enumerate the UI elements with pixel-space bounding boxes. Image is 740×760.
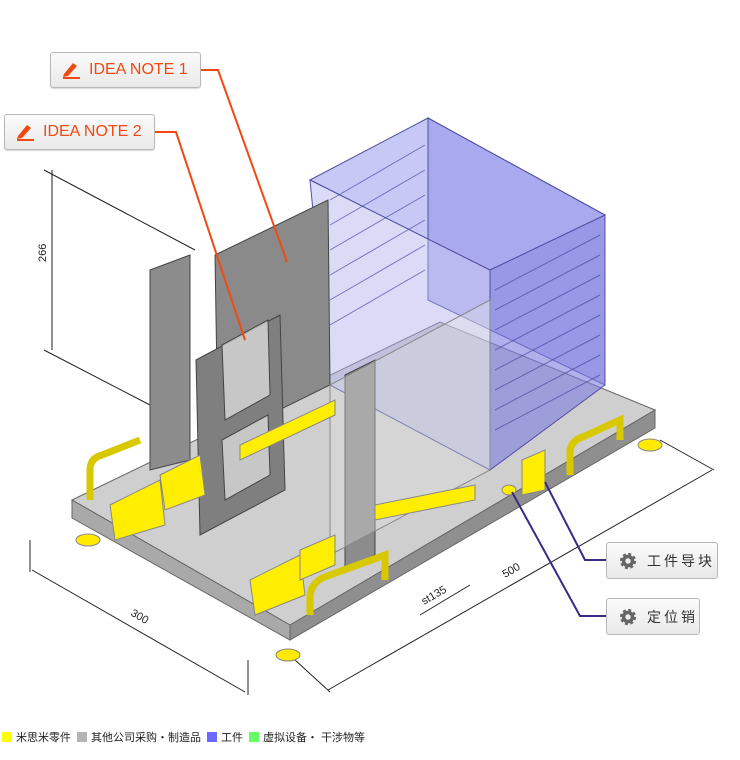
idea-note-2-label: IDEA NOTE 2 [43,123,142,140]
gear-icon [619,608,637,625]
workpiece-guide-block-label: 工件导块 [647,552,715,569]
dim-length: 500 [501,561,523,581]
legend-label: 工件 [221,732,243,744]
legend-item-misumi: 米思米零件 [2,729,71,745]
legend-swatch [77,732,87,742]
workpiece-guide-block-button[interactable]: 工件导块 [606,542,718,579]
idea-note-1-label: IDEA NOTE 1 [89,61,188,78]
legend-label: 其他公司采购・制造品 [91,732,201,744]
idea-note-1-button[interactable]: IDEA NOTE 1 [50,52,201,88]
misumi-parts [86,399,624,616]
idea-note-2-button[interactable]: IDEA NOTE 2 [4,114,155,150]
locating-pin-leader [511,491,606,617]
note2-leader [154,131,246,341]
locating-pin-button[interactable]: 定位销 [606,598,700,635]
legend-label: 虚拟设备・ 干涉物等 [263,732,366,744]
pencil-icon [63,63,80,79]
legend-swatch [2,732,12,742]
gear-icon [619,552,637,569]
guide-block-leader [544,481,606,561]
legend-item-other: 其他公司采购・制造品 [77,729,201,745]
pencil-icon [17,125,34,141]
color-legend: 米思米零件 其他公司采购・制造品 工件 虚拟设备・ 干涉物等 [2,729,371,745]
note1-leader [200,69,288,263]
legend-swatch [207,732,217,742]
dim-height: 266 [37,244,49,262]
legend-swatch [249,732,259,742]
dimension-lines [29,169,715,695]
dim-stroke: st135 [420,584,449,608]
legend-item-workpiece: 工件 [207,729,243,745]
locating-pin-label: 定位销 [647,608,698,625]
support-plates [149,199,491,571]
legend-item-virtual: 虚拟设备・ 干涉物等 [249,729,365,745]
dim-width: 300 [129,607,151,627]
legend-label: 米思米零件 [16,732,71,744]
